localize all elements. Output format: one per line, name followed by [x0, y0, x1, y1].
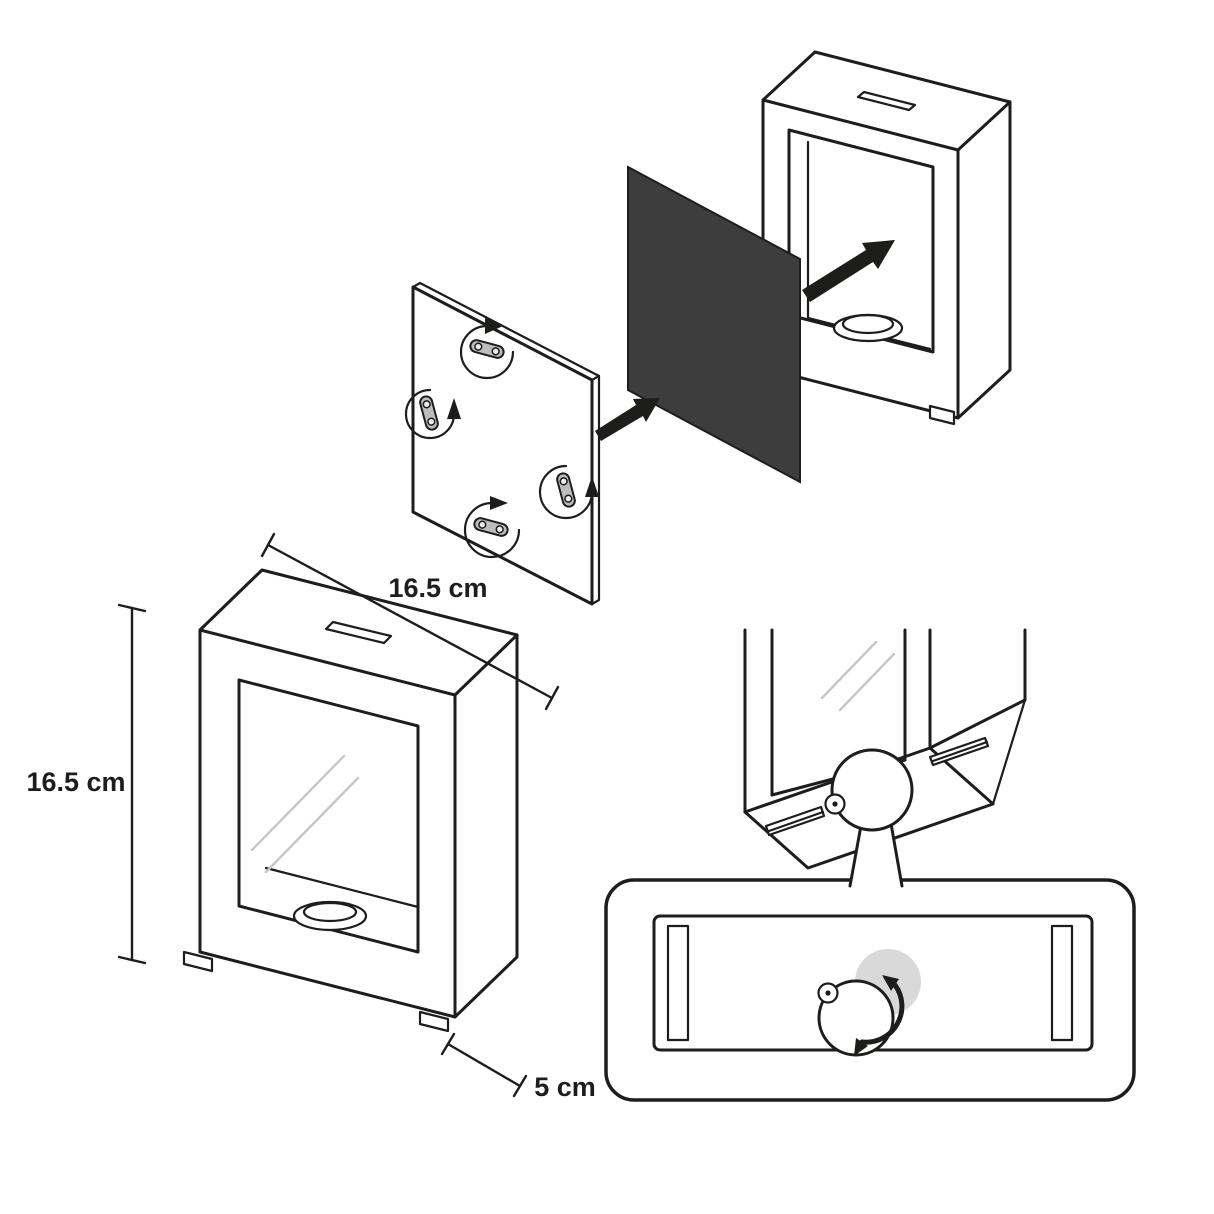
side-bottom-edge — [991, 698, 1027, 806]
rotate-arrowhead-icon — [882, 975, 899, 991]
callout-pointer-edge — [888, 816, 904, 888]
box-foot-right — [418, 1010, 450, 1033]
photo-panel — [627, 165, 801, 484]
clip-screw — [491, 347, 500, 356]
clip-screw — [474, 342, 483, 351]
coin-hole-outer — [292, 900, 368, 932]
dimension-label-depth: 5 cm — [534, 1072, 596, 1102]
clip-screw — [564, 494, 573, 503]
dimension-tick — [117, 955, 147, 965]
dimensions: 16.5 cm 16.5 cm 5 cm — [26, 532, 596, 1102]
glass-shine — [820, 640, 878, 700]
money-box-assembled — [760, 50, 1012, 426]
lock-tab-pin — [825, 990, 831, 996]
rotate-arrow-icon — [859, 982, 905, 1045]
money-box-dimension-view — [182, 568, 519, 1033]
dimension-label-width: 16.5 cm — [388, 573, 487, 603]
back-panel-face — [411, 285, 594, 606]
rotation-arrow-icon — [463, 501, 521, 559]
coin-hole-inner — [302, 901, 358, 923]
box-front-opening — [237, 678, 420, 954]
rotation-arrow-icon — [404, 388, 456, 440]
clip-screw — [559, 477, 568, 486]
glass-shine — [264, 776, 360, 874]
lock-tab-pin — [832, 801, 838, 807]
dimension-label-height: 16.5 cm — [26, 767, 125, 797]
glass-shine — [250, 754, 346, 852]
rotation-arrow-icon — [459, 324, 515, 380]
lock-disc — [830, 748, 914, 832]
swivel-clip — [419, 395, 439, 431]
swivel-clip — [473, 517, 509, 537]
dimension-tick — [544, 685, 560, 711]
insert-arrow-icon — [595, 398, 660, 441]
rotation-arrowhead-icon — [485, 318, 503, 334]
clip-screw — [495, 525, 504, 534]
foot-pad-right-edge — [931, 740, 989, 763]
lock-detail-callout — [604, 816, 1136, 1102]
dimension-line-width — [266, 543, 554, 700]
insert-arrow-icon — [802, 240, 895, 302]
coin-slot — [324, 620, 393, 645]
dimension-tick — [260, 532, 276, 558]
detail-foot-slot-left — [666, 924, 690, 1042]
box-interior-floor-edge — [264, 866, 420, 909]
dimension-tick — [440, 1032, 456, 1056]
coin-slot — [856, 90, 917, 112]
box-foot-right — [928, 404, 956, 426]
box-underside-view — [743, 628, 1027, 870]
detail-foot-slot-right — [1050, 924, 1074, 1042]
coin-hole-inner — [841, 313, 895, 335]
underside-outline — [743, 746, 995, 870]
clip-screw — [427, 417, 436, 426]
dimension-tick — [512, 1074, 528, 1098]
lock-disc — [817, 979, 895, 1057]
rotation-arrow-icon — [538, 464, 594, 520]
underside-lock — [824, 748, 914, 832]
back-panel — [404, 281, 601, 606]
dimension-tick — [117, 603, 147, 613]
rotate-arrowhead-icon — [854, 1038, 868, 1056]
rotation-arrowhead-icon — [490, 496, 508, 510]
clip-screw — [422, 400, 431, 409]
clip-screw — [478, 520, 487, 529]
swivel-clip — [556, 472, 576, 508]
callout-pointer — [850, 818, 902, 888]
glass-shine — [838, 652, 896, 712]
rotation-arrowhead-icon — [585, 476, 599, 497]
rotation-arrowhead-icon — [447, 398, 461, 419]
callout-pointer-edge — [848, 818, 864, 888]
foot-pad-left-edge — [767, 810, 825, 833]
swivel-clip — [469, 339, 505, 359]
dimension-line-depth — [446, 1042, 522, 1088]
box-foot-left — [182, 950, 214, 973]
